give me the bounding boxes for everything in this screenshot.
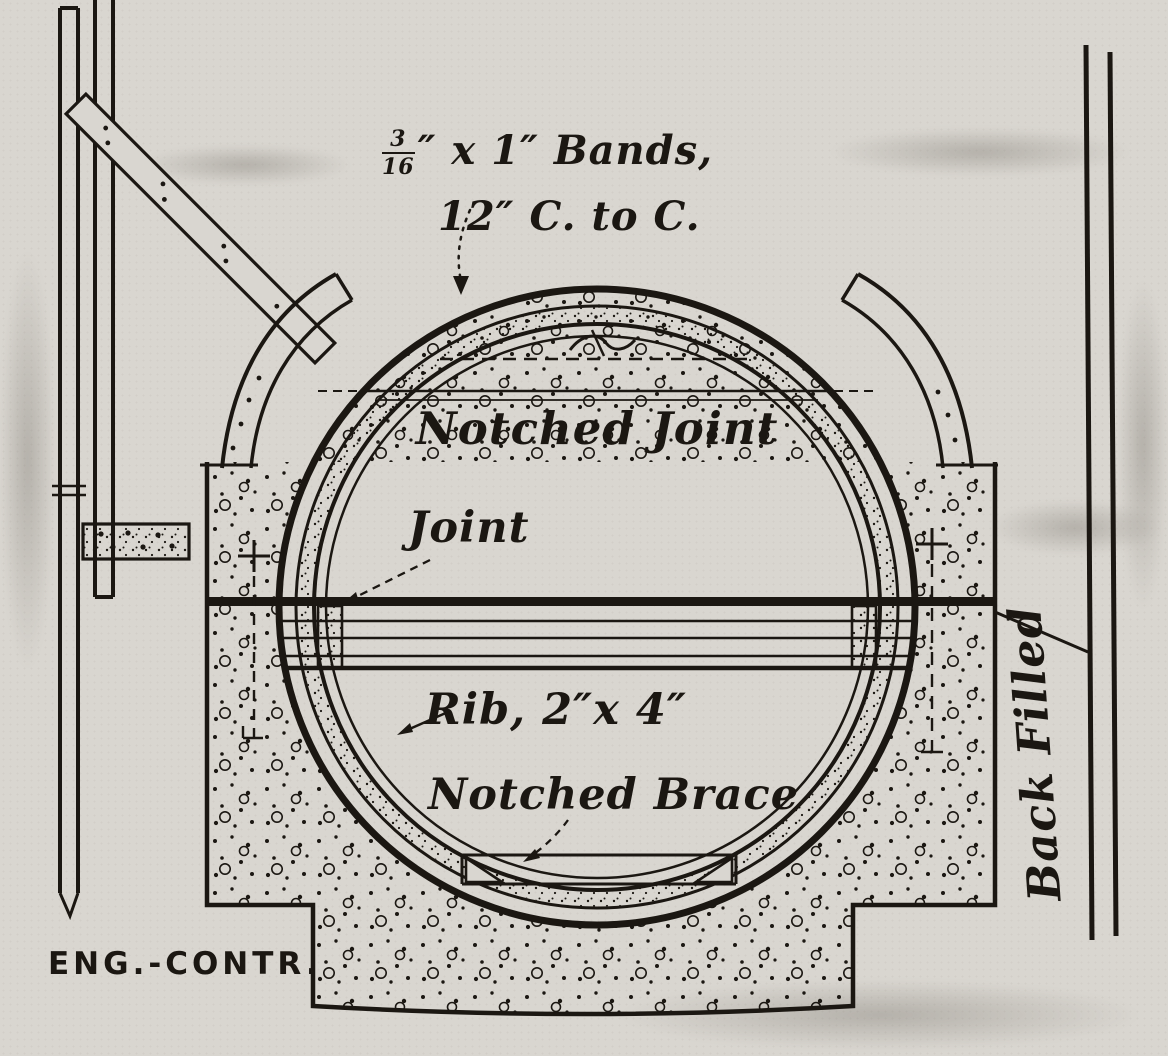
upper-notched-joint-lines <box>318 357 878 401</box>
band-clamp-hardware <box>568 329 637 357</box>
right-wing-wall <box>840 272 998 469</box>
anchor-bolt-left <box>238 540 270 740</box>
leader-arrows <box>342 208 569 862</box>
right-timber-sheeting <box>994 44 1119 941</box>
anchor-bolt-right <box>916 528 948 754</box>
left-wing-wall <box>200 272 354 469</box>
left-timber-sheeting <box>52 0 338 921</box>
concrete-backfill <box>204 289 998 1017</box>
center-joint-boards <box>207 597 995 671</box>
bottom-notched-brace <box>460 853 738 886</box>
waler-block <box>81 522 191 561</box>
diagonal-shore <box>63 91 338 366</box>
